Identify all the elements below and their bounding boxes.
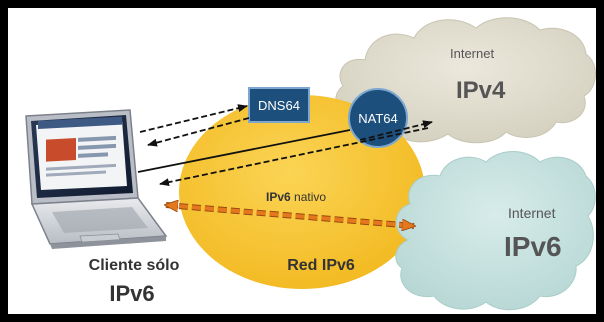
ipv6-nativo-rest: nativo	[291, 190, 327, 204]
client-label-line1: Cliente sólo	[89, 257, 180, 274]
dns64-server: DNS64	[248, 87, 310, 123]
ipv4-label: IPv4	[456, 77, 506, 104]
arrow-nat64-to-ipv4	[359, 120, 433, 141]
connections	[137, 104, 433, 226]
ipv6-nativo-bold: IPv6	[266, 190, 291, 204]
ipv6-cloud-label: IPv6	[504, 231, 562, 262]
red-ipv6-label: Red IPv6	[287, 257, 355, 274]
nat64-label: NAT64	[358, 111, 398, 126]
internet-ipv6-label: Internet	[508, 205, 556, 221]
internet-ipv6-cloud: Internet IPv6	[395, 151, 596, 311]
internet-ipv4-label: Internet	[450, 46, 494, 61]
laptop-icon	[25, 109, 168, 249]
ipv6-nativo-label: IPv6 nativo	[266, 190, 326, 204]
arrow-ipv4-to-laptop	[159, 127, 429, 187]
line-laptop-to-nat64	[137, 129, 351, 173]
client-label-line2: IPv6	[109, 281, 154, 306]
nat64-gateway: NAT64	[348, 88, 408, 148]
dns64-label: DNS64	[258, 98, 300, 113]
native-ipv6-arrow	[166, 205, 414, 226]
nat64-circle	[348, 88, 408, 148]
dns64-box	[248, 87, 310, 123]
arrow-laptop-to-dns64	[139, 104, 248, 133]
